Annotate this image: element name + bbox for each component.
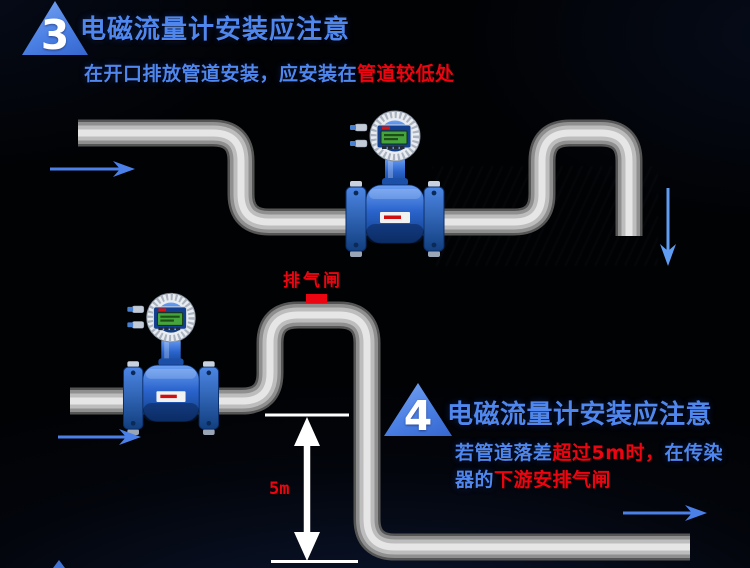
- flow-arrow-down-icon: [660, 188, 676, 266]
- step4-number: 4: [403, 392, 433, 441]
- step4-note-highlight: 超过5m时，: [552, 442, 665, 464]
- step3-number: 3: [40, 11, 70, 60]
- step3-title: 电磁流量计安装应注意: [80, 15, 351, 45]
- flowmeter-lower: [123, 293, 218, 435]
- step4-note-highlight: 下游安排气闸: [494, 469, 612, 491]
- step4-note-text: 若管道落差: [455, 442, 553, 464]
- step3-note-text: 在开口排放管道安装，应安装在: [84, 63, 358, 85]
- pipe-lower-diagram: [70, 301, 690, 561]
- flow-arrow-right-icon: [50, 161, 135, 177]
- flowmeter-upper: [346, 111, 444, 257]
- step4-title: 电磁流量计安装应注意: [447, 400, 713, 430]
- step4-note-text: 器的: [455, 469, 495, 491]
- flow-arrow-right-icon: [623, 505, 707, 521]
- flow-arrow-right-icon: [58, 429, 141, 445]
- arrow-fragment-icon: [53, 560, 65, 568]
- step3-note: 在开口排放管道安装，应安装在管道较低处: [84, 59, 455, 86]
- vent-valve-label: 排气闸: [283, 271, 343, 291]
- drop-height-label: 5m: [269, 479, 290, 499]
- step3-note-highlight: 管道较低处: [357, 63, 455, 85]
- step4-note-line2: 器的下游安排气闸: [455, 467, 723, 494]
- step4-note: 若管道落差超过5m时，在传染 器的下游安排气闸: [455, 440, 723, 494]
- step4-note-line1: 若管道落差超过5m时，在传染: [455, 440, 723, 467]
- vent-valve-marker: [306, 294, 327, 303]
- pipe-upper-diagram: [78, 119, 643, 236]
- step4-note-text: 在传染: [664, 442, 724, 464]
- dimension-arrow: [265, 413, 358, 563]
